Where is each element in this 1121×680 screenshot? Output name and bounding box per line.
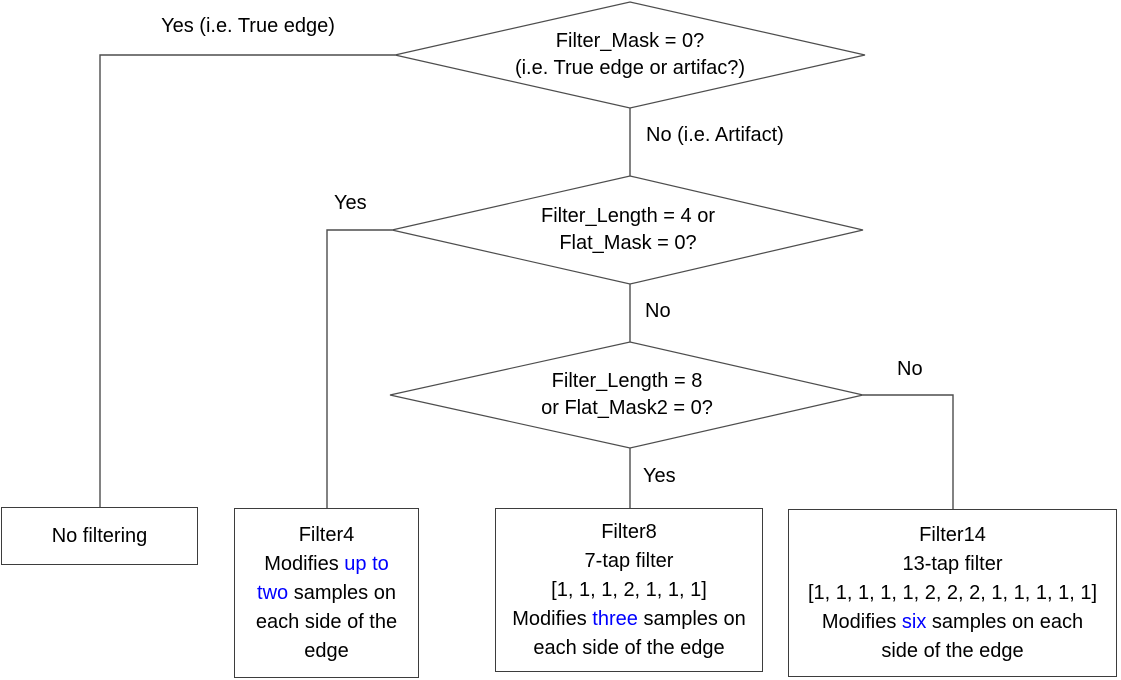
- decision-diamond-filter-mask: [394, 1, 866, 109]
- decision-diamond-filter-length-8: [389, 341, 864, 449]
- box-line: Filter8: [496, 518, 762, 547]
- decision-label-filter-length-8: Filter_Length = 8 or Flat_Mask2 = 0?: [427, 368, 827, 422]
- box-text: Modifies: [264, 552, 345, 575]
- box-text: Filter4: [298, 523, 355, 546]
- box-line: edge: [235, 637, 418, 666]
- box-text: edge: [304, 639, 349, 662]
- box-line: 7-tap filter: [496, 547, 762, 576]
- box-line: each side of the edge: [496, 634, 762, 663]
- box-text: 7-tap filter: [584, 549, 674, 572]
- box-text: [1, 1, 1, 1, 1, 2, 2, 2, 1, 1, 1, 1, 1]: [807, 581, 1098, 604]
- box-text: each side of the edge: [533, 636, 725, 659]
- decision-diamond-filter-length-4: [391, 175, 864, 285]
- result-box-filter4: Filter4 Modifies up to two samples on ea…: [234, 508, 419, 678]
- box-line: two samples on: [235, 579, 418, 608]
- decision-label-line: Filter_Length = 4 or: [541, 205, 715, 227]
- box-text: 13-tap filter: [902, 552, 1003, 575]
- box-text: Filter8: [601, 520, 657, 543]
- connector-d1-yes-line: [99, 54, 395, 507]
- result-box-filter8: Filter8 7-tap filter [1, 1, 1, 2, 1, 1, …: [495, 508, 763, 672]
- decision-label-line: Filter_Mask = 0?: [555, 30, 705, 52]
- connector-d2-yes-line: [326, 229, 392, 508]
- box-line: 13-tap filter: [789, 550, 1116, 579]
- decision-label-filter-mask: Filter_Mask = 0? (i.e. True edge or arti…: [430, 28, 830, 82]
- branch-label-d3-no: No: [897, 358, 923, 380]
- connector-d3-no-line: [863, 394, 954, 509]
- decision-label-line: (i.e. True edge or artifac?): [514, 57, 746, 79]
- box-text: samples on each: [926, 610, 1084, 633]
- decision-label-line: Flat_Mask = 0?: [559, 232, 697, 254]
- box-line: Filter4: [235, 521, 418, 550]
- box-text: samples on: [288, 581, 396, 604]
- decision-label-filter-length-4: Filter_Length = 4 or Flat_Mask = 0?: [428, 203, 828, 257]
- box-line: Modifies three samples on: [496, 605, 762, 634]
- decision-label-line: or Flat_Mask2 = 0?: [541, 397, 713, 419]
- box-text: side of the edge: [881, 639, 1024, 662]
- box-text-highlight: three: [592, 607, 638, 630]
- box-text: each side of the: [255, 610, 398, 633]
- result-box-filter14: Filter14 13-tap filter [1, 1, 1, 1, 1, 2…: [788, 509, 1117, 677]
- box-line: [1, 1, 1, 1, 1, 2, 2, 2, 1, 1, 1, 1, 1]: [789, 579, 1116, 608]
- result-box-no-filtering: No filtering: [1, 507, 198, 565]
- box-text: Filter14: [919, 523, 986, 546]
- box-text: samples on: [637, 607, 746, 630]
- branch-label-d1-no: No (i.e. Artifact): [646, 124, 784, 146]
- box-line: Filter14: [789, 521, 1116, 550]
- box-text-highlight: two: [257, 581, 289, 604]
- branch-label-d3-yes: Yes: [643, 465, 676, 487]
- box-line: side of the edge: [789, 637, 1116, 666]
- branch-label-d1-yes: Yes (i.e. True edge): [161, 15, 335, 37]
- branch-label-d2-yes: Yes: [334, 192, 367, 214]
- decision-label-line: Filter_Length = 8: [551, 370, 703, 392]
- box-line: each side of the: [235, 608, 418, 637]
- box-line: No filtering: [51, 524, 148, 547]
- box-text: Modifies: [512, 607, 593, 630]
- branch-label-d2-no: No: [645, 300, 671, 322]
- box-line: Modifies six samples on each: [789, 608, 1116, 637]
- box-line: Modifies up to: [235, 550, 418, 579]
- box-text: [1, 1, 1, 2, 1, 1, 1]: [551, 578, 707, 601]
- box-text-highlight: six: [901, 610, 927, 633]
- box-text: Modifies: [821, 610, 902, 633]
- box-text-highlight: up to: [344, 552, 389, 575]
- box-line: [1, 1, 1, 2, 1, 1, 1]: [496, 576, 762, 605]
